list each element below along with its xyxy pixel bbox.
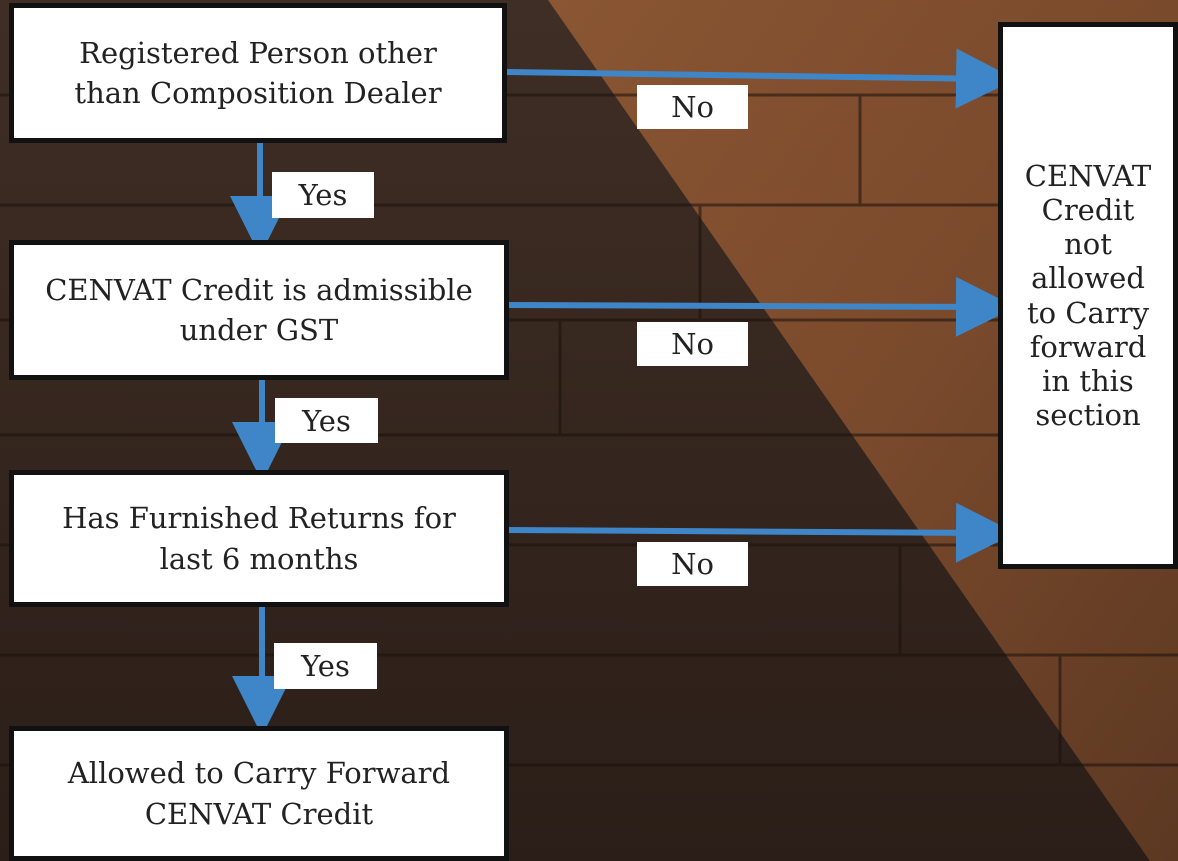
label-no-3: No <box>637 542 748 586</box>
node-cenvat-admissible: CENVAT Credit is admissible under GST <box>9 240 509 380</box>
node-not-allowed-line3: not <box>1064 227 1112 262</box>
arrow-no-3 <box>507 502 1016 563</box>
node-not-allowed-line5: to Carry <box>1027 295 1149 330</box>
node-allowed-line1: Allowed to Carry Forward <box>67 756 451 791</box>
arrow-no-2 <box>507 276 1016 337</box>
node-allowed: Allowed to Carry Forward CENVAT Credit <box>9 726 509 861</box>
node-not-allowed-line8: section <box>1035 398 1141 433</box>
node-furnished-returns-line2: last 6 months <box>159 541 359 576</box>
node-not-allowed-line2: Credit <box>1041 192 1135 227</box>
label-yes-1: Yes <box>272 172 374 218</box>
label-no-2: No <box>637 322 748 366</box>
label-yes-3: Yes <box>274 643 377 689</box>
node-registered-person: Registered Person other than Composition… <box>9 3 507 143</box>
node-furnished-returns: Has Furnished Returns for last 6 months <box>9 470 509 607</box>
node-cenvat-admissible-line2: under GST <box>179 313 339 347</box>
node-not-allowed-line6: forward <box>1029 329 1147 364</box>
node-cenvat-admissible-line1: CENVAT Credit is admissible <box>45 272 473 307</box>
node-furnished-returns-line1: Has Furnished Returns for <box>62 501 456 536</box>
node-not-allowed-line1: CENVAT <box>1024 158 1152 193</box>
node-allowed-line2: CENVAT Credit <box>144 796 374 831</box>
node-not-allowed: CENVAT Credit not allowed to Carry forwa… <box>998 22 1178 569</box>
node-not-allowed-line4: allowed <box>1031 261 1145 296</box>
label-yes-2: Yes <box>275 398 378 443</box>
label-no-1: No <box>637 85 748 129</box>
arrow-no-1 <box>504 48 1016 109</box>
node-registered-person-line2: than Composition Dealer <box>74 76 442 110</box>
node-not-allowed-line7: in this <box>1042 363 1134 398</box>
node-registered-person-line1: Registered Person other <box>79 35 437 70</box>
